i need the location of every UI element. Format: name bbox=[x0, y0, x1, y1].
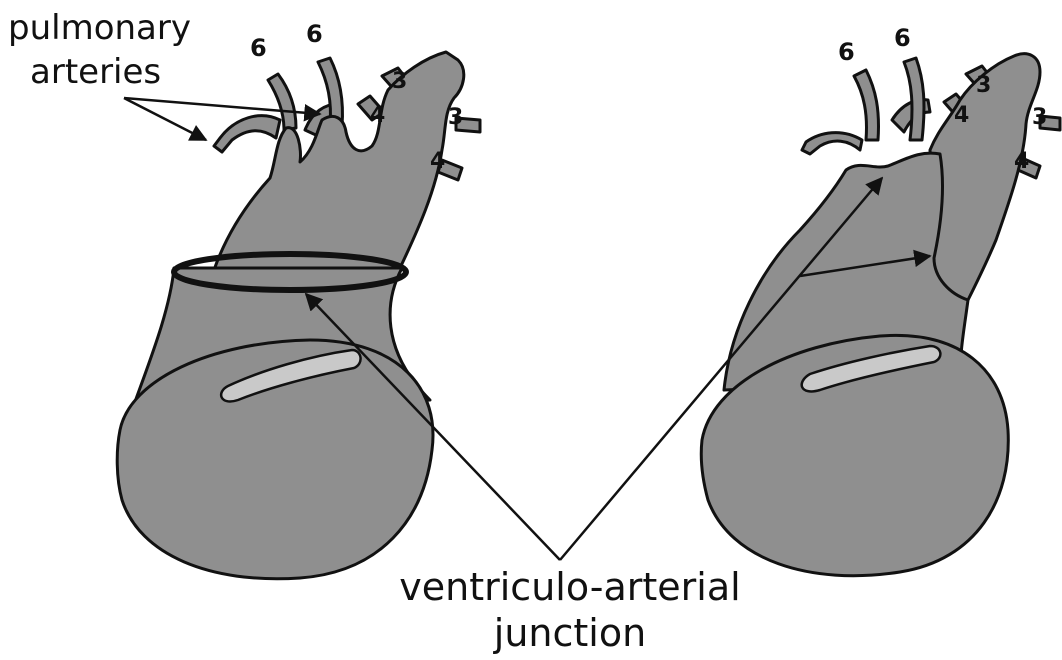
right-heart bbox=[701, 54, 1060, 576]
vaj-label-line2: junction bbox=[380, 610, 760, 656]
right-arch-6a bbox=[854, 70, 879, 140]
left-num-3-lower: 3 bbox=[448, 105, 463, 130]
ventriculo-arterial-junction-label: ventriculo-arterial junction bbox=[380, 564, 760, 656]
right-num-4-upper: 4 bbox=[954, 103, 969, 128]
left-num-4-upper: 4 bbox=[370, 103, 385, 128]
left-num-3-upper: 3 bbox=[392, 69, 407, 94]
right-num-6a: 6 bbox=[838, 38, 855, 66]
left-pulmonary-branch-left bbox=[214, 116, 280, 152]
left-num-4-lower: 4 bbox=[430, 149, 445, 174]
pulmonary-label-line1: pulmonary bbox=[8, 6, 191, 50]
left-num-6b: 6 bbox=[306, 20, 323, 48]
left-heart bbox=[117, 52, 480, 579]
right-num-3-lower: 3 bbox=[1032, 105, 1047, 130]
right-num-3-upper: 3 bbox=[976, 73, 991, 98]
left-num-6a: 6 bbox=[250, 34, 267, 62]
pulmonary-label-line2: arteries bbox=[8, 50, 191, 94]
pulmonary-arteries-label: pulmonary arteries bbox=[8, 6, 191, 94]
right-num-4-lower: 4 bbox=[1014, 149, 1029, 174]
right-num-6b: 6 bbox=[894, 24, 911, 52]
vaj-label-line1: ventriculo-arterial bbox=[380, 564, 760, 610]
right-pulmonary-branch-left bbox=[802, 133, 862, 154]
